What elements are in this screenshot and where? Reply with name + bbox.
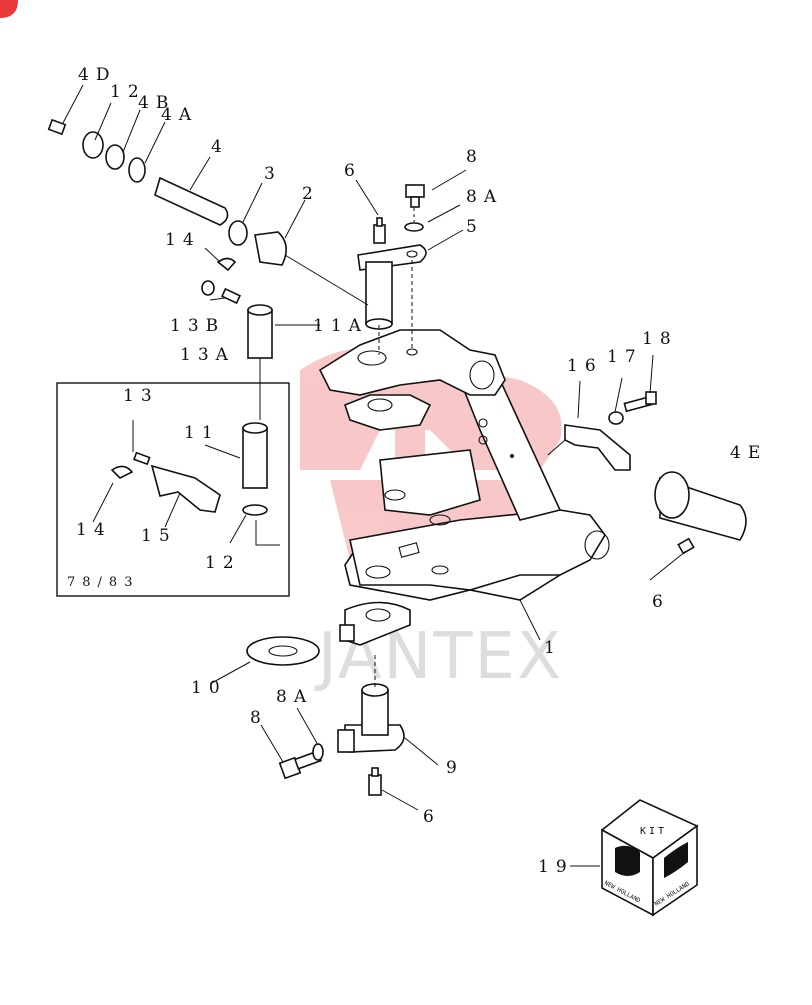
callout-6-upper: 6 [344,161,362,181]
lower-pin-plate-9 [337,655,405,753]
upper-plate-5 [357,244,427,355]
callout-4A: 4A [161,105,198,125]
grease-fitting-upper [373,217,386,244]
kit-label: KIT [640,826,667,837]
lower-pivot [339,601,411,646]
callout-8-upper: 8 [466,147,484,167]
sleeve-11A [201,257,273,420]
upper-bolt-8 [404,184,425,232]
callout-6-lower: 6 [423,807,441,827]
kit-box-19: KIT NEW HOLLAND NEW HOLLAND [600,799,699,917]
callout-2: 2 [302,184,320,204]
callout-1: 1 [544,638,562,658]
callout-6-right: 6 [652,592,670,612]
callout-8-lower: 8 [250,708,268,728]
callout-3: 3 [264,164,282,184]
callout-15: 15 [141,526,177,546]
callout-labels: 4D 12 4B 4A 4 3 2 6 8 8A 5 14 13B 13A 11… [76,65,767,877]
grease-fitting-right [677,537,695,555]
callout-4: 4 [211,137,229,157]
pivot-pin-4E [654,471,747,541]
callout-11A: 11A [313,316,368,336]
callout-5: 5 [466,217,484,237]
callout-12-inset: 12 [205,553,241,573]
callout-18: 18 [642,329,678,349]
callout-8A-upper: 8A [466,187,503,207]
callout-4E: 4E [730,443,767,463]
callout-19: 19 [538,857,574,877]
callout-12: 12 [110,82,146,102]
callout-13A: 13A [180,345,235,365]
main-bracket [318,329,610,601]
callout-17: 17 [607,347,643,367]
callout-13: 13 [123,386,159,406]
callout-16: 16 [567,356,603,376]
callout-14-top: 14 [165,230,201,250]
callout-9: 9 [446,758,464,778]
callout-10: 10 [191,678,227,698]
callout-14-inset: 14 [76,520,112,540]
inset-label: 78/83 [67,575,139,590]
callout-4D: 4D [78,65,116,85]
callout-4B: 4B [138,93,175,113]
callout-11: 11 [184,423,220,443]
clamp-16 [547,391,657,471]
callout-8A-lower: 8A [276,687,313,707]
grease-fitting-lower [368,767,382,796]
inset-panel [56,382,290,597]
pin-assembly-4 [47,118,369,306]
washer-10 [246,636,320,666]
corner-marker [0,0,18,18]
lower-bolt-8 [278,743,324,780]
leader-lines [62,84,687,867]
callout-13B: 13B [170,316,225,336]
